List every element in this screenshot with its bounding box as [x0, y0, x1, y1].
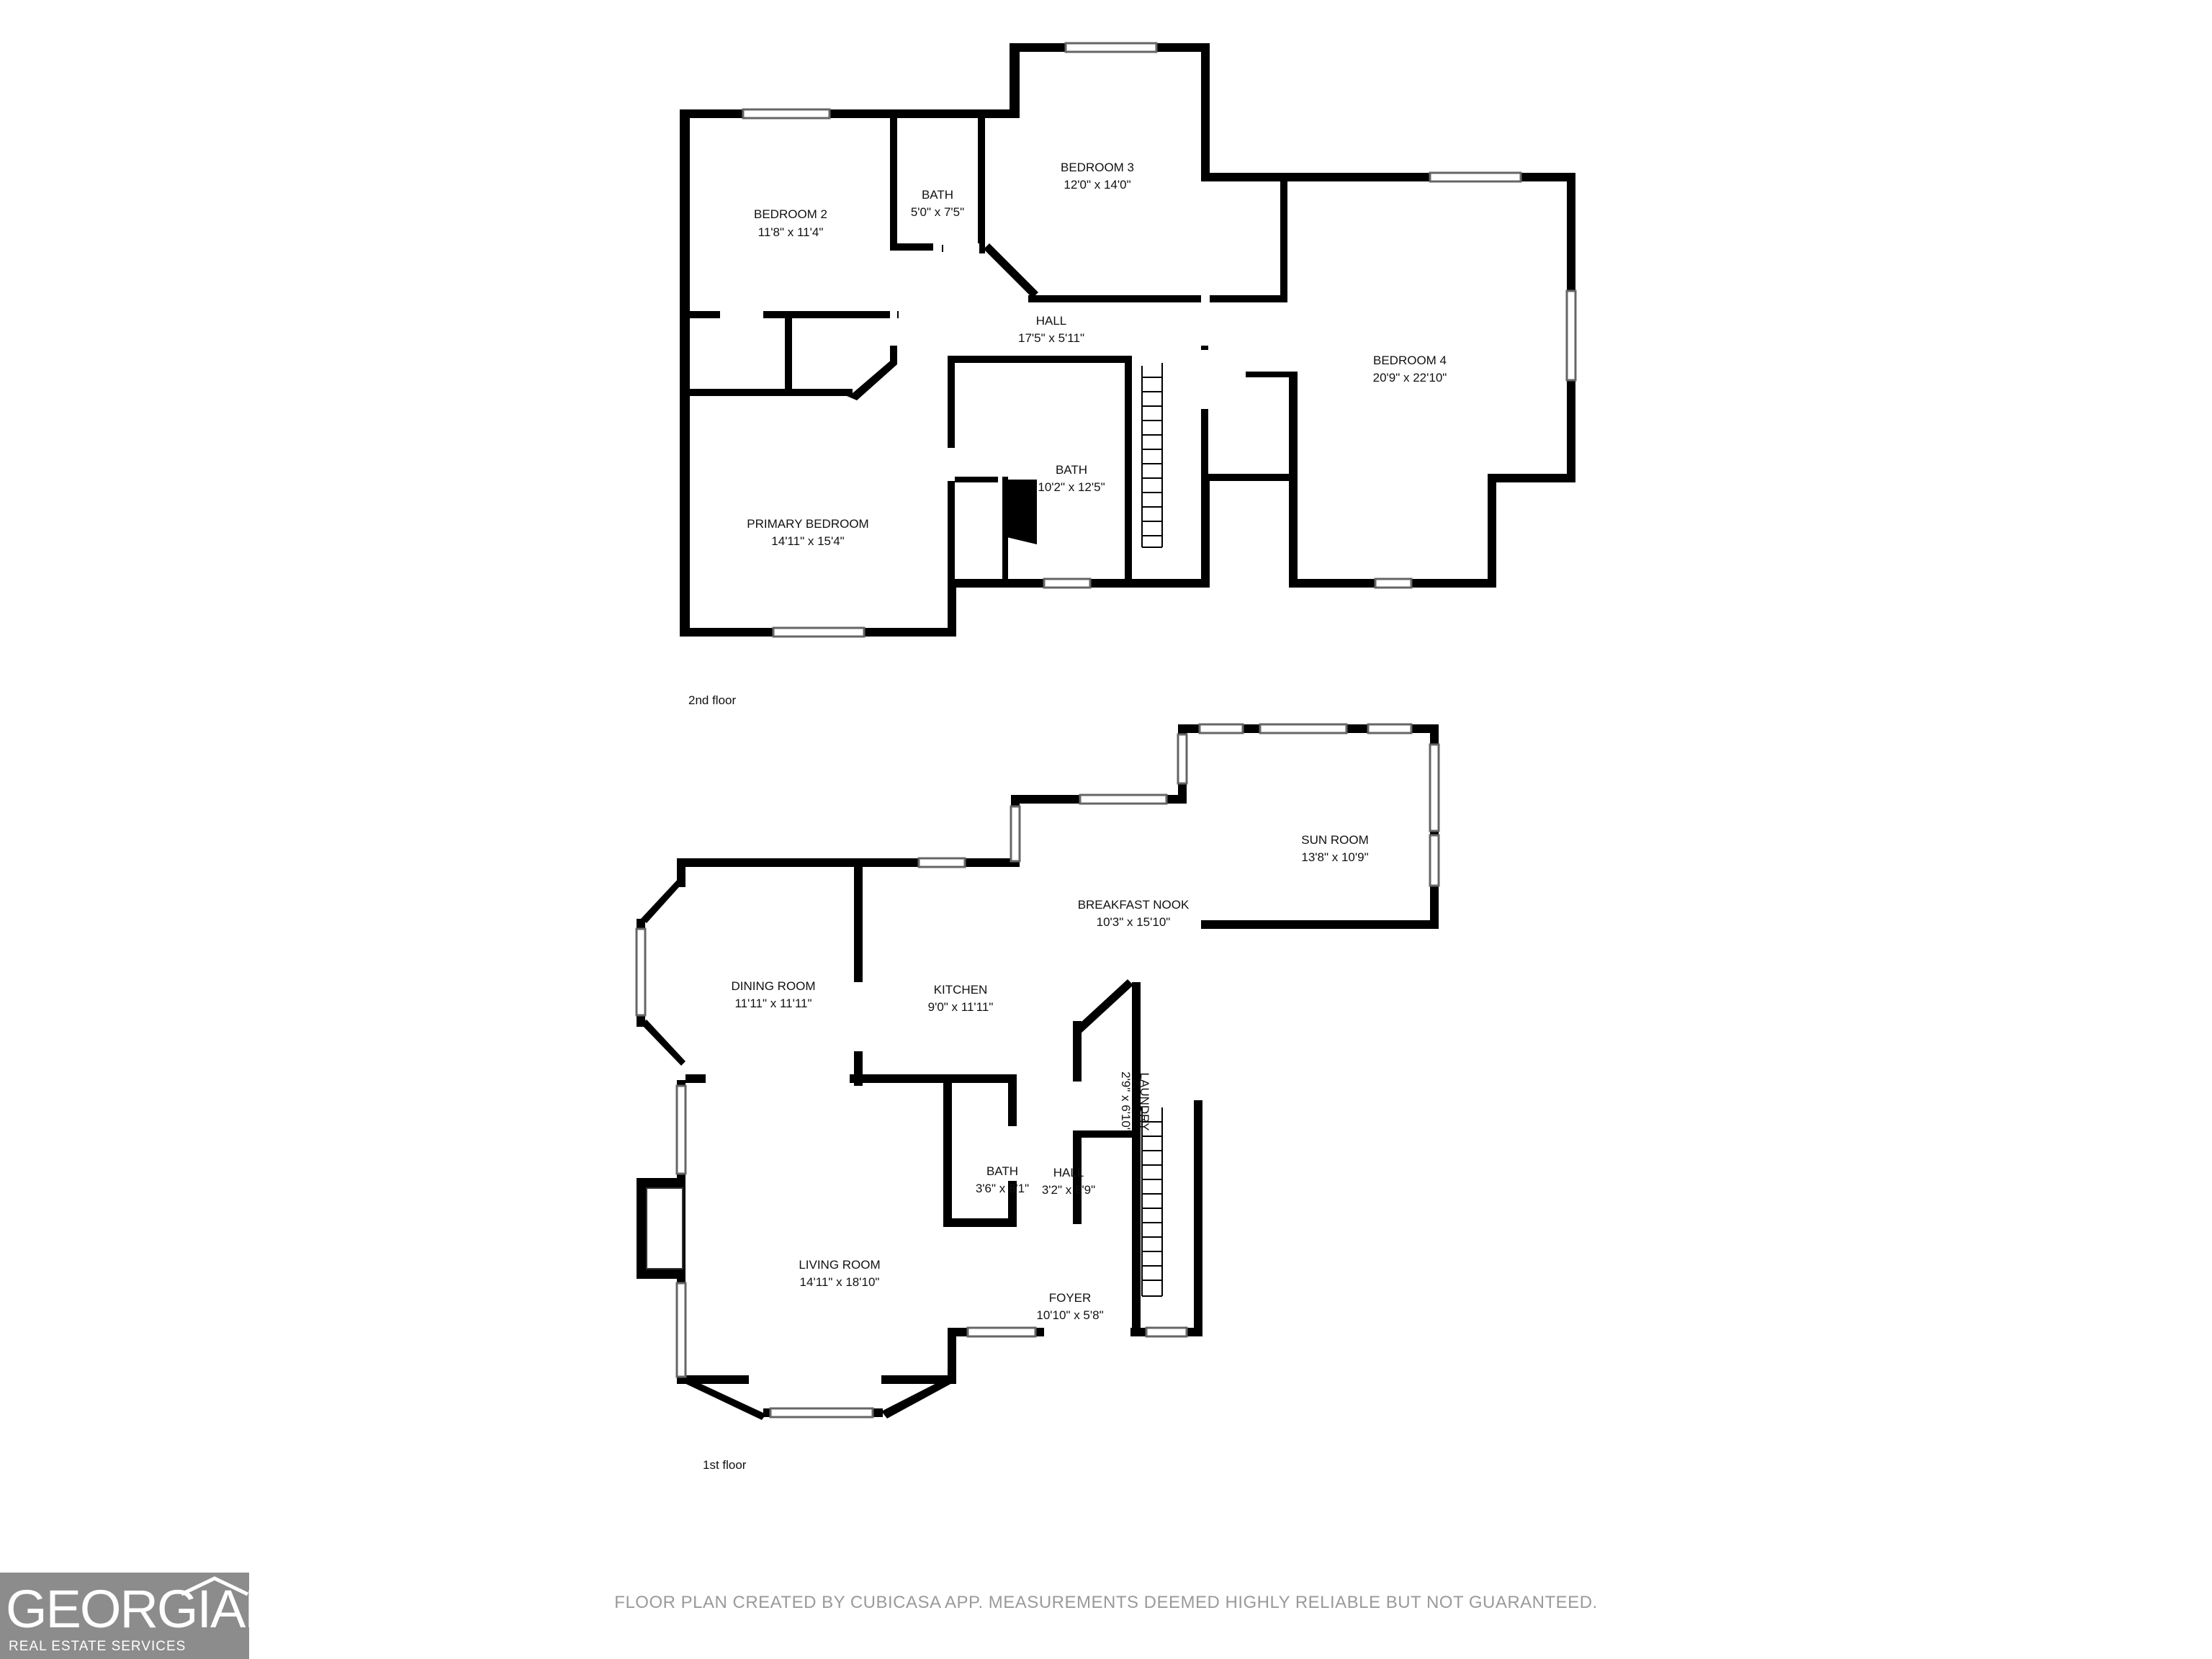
room-name: BATH: [922, 188, 953, 202]
georgia-mls-logo: GEORGIAMLS REAL ESTATE SERVICES: [0, 1573, 351, 1659]
disclaimer-text: FLOOR PLAN CREATED BY CUBICASA APP. MEAS…: [614, 1593, 1598, 1612]
room-dims: 17'5" x 5'11": [1018, 331, 1084, 345]
room-name: FOYER: [1049, 1291, 1092, 1305]
floor-label-1st: 1st floor: [703, 1458, 747, 1472]
room-name: HALL: [1036, 314, 1067, 328]
room-dims: 10'3" x 15'10": [1097, 915, 1171, 929]
room-dims: 11'11" x 11'11": [734, 997, 811, 1010]
room-dims: 5'0" x 7'5": [911, 205, 964, 219]
room-name: DINING ROOM: [731, 979, 815, 993]
logo-wordmark: GEORGIAMLS: [6, 1579, 351, 1639]
room-dims: 10'2" x 12'5": [1038, 480, 1105, 494]
room-name: BEDROOM 4: [1373, 354, 1447, 367]
first-floor-walls: [635, 723, 1440, 1420]
floor-label-2nd: 2nd floor: [688, 693, 736, 707]
room-dims: 3'6" x 8'1": [976, 1182, 1029, 1195]
room-name: LIVING ROOM: [799, 1258, 880, 1272]
room-name: KITCHEN: [934, 983, 988, 997]
second-floor-stairs: [1141, 363, 1163, 548]
room-dims: 14'11" x 15'4": [771, 534, 844, 548]
roof-icon: [180, 1576, 249, 1596]
room-name: BEDROOM 3: [1061, 161, 1134, 174]
first-floor-labels: SUN ROOM 13'8" x 10'9" BREAKFAST NOOK 10…: [703, 833, 1369, 1472]
room-dims: 20'9" x 22'10": [1373, 371, 1447, 385]
room-name: BEDROOM 2: [754, 207, 827, 221]
room-name: LAUNDRY: [1138, 1073, 1151, 1131]
room-dims: 3'2" x 8'9": [1042, 1183, 1095, 1197]
room-dims: 2'9" x 6'10": [1119, 1071, 1133, 1132]
room-dims: 11'8" x 11'4": [758, 225, 824, 239]
room-dims: 14'11" x 18'10": [800, 1275, 880, 1289]
room-name: PRIMARY BEDROOM: [747, 517, 868, 531]
room-name: HALL: [1053, 1166, 1084, 1179]
room-name: BREAKFAST NOOK: [1078, 898, 1190, 912]
room-dims: 13'8" x 10'9": [1301, 850, 1368, 864]
second-floor-labels: BEDROOM 2 11'8" x 11'4" BATH 5'0" x 7'5"…: [688, 161, 1447, 707]
room-name: SUN ROOM: [1301, 833, 1369, 847]
first-floor-stairs: [1141, 1107, 1163, 1297]
second-floor-walls: [680, 42, 1577, 638]
room-dims: 9'0" x 11'11": [928, 1000, 994, 1014]
room-name: BATH: [1056, 463, 1087, 477]
room-name: BATH: [986, 1164, 1018, 1178]
room-dims: 10'10" x 5'8": [1036, 1308, 1103, 1322]
room-dims: 12'0" x 14'0": [1064, 178, 1130, 192]
logo-tagline: REAL ESTATE SERVICES: [9, 1639, 186, 1654]
